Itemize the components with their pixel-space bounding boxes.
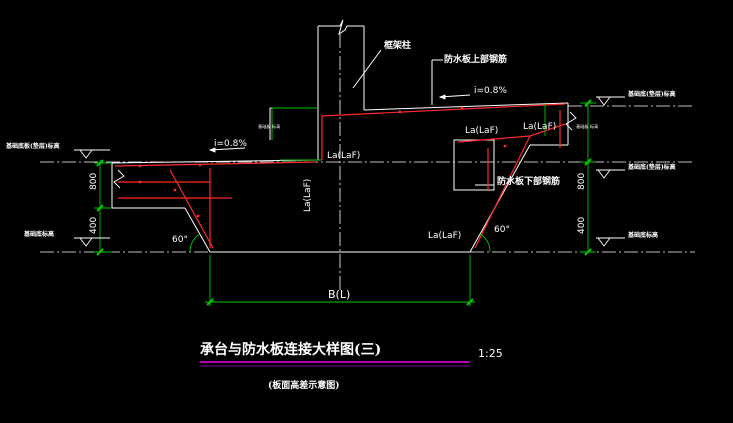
top-rebar-label: 防水板上部钢筋	[444, 53, 507, 65]
dim-tick	[584, 99, 592, 107]
width-label: B(L)	[328, 288, 350, 301]
dim-tick	[96, 159, 104, 167]
level-right-middle-text: 基础底(垫层)标高	[627, 163, 676, 171]
slope-right-label: i=0.8%	[474, 86, 507, 96]
level-marker-right-top	[597, 96, 611, 106]
dimension-lines	[94, 102, 596, 306]
angle-right-label: 60°	[494, 225, 510, 235]
rebar-dot	[460, 106, 464, 110]
slope-arrowhead-right	[438, 94, 446, 100]
rebar-group	[114, 103, 566, 249]
column-label: 框架柱	[384, 39, 411, 51]
rebar-dot	[173, 188, 177, 192]
small-note-left: 基础板 标高	[258, 123, 280, 130]
dim-tick	[96, 248, 104, 256]
level-left-top-text: 基础底板(垫层)标高	[5, 142, 60, 150]
rebar-dot	[138, 164, 142, 168]
right-upper-rebar	[529, 123, 566, 137]
drawing-subtitle: (板面高差示意图)	[268, 379, 340, 391]
rebar-inset-box	[453, 139, 495, 191]
left-slab-top	[111, 159, 319, 164]
left-slope	[184, 207, 211, 253]
column-break-line	[318, 19, 364, 36]
top-rebar	[321, 103, 566, 160]
right-slope-rebar	[474, 135, 531, 249]
level-right-bottom-text: 基础底标高	[627, 231, 658, 239]
dim-right-lower: 400	[577, 217, 587, 234]
dim-tick	[584, 158, 592, 166]
anchor-center-label: La(LaF)	[327, 151, 360, 161]
column-leader	[352, 49, 382, 89]
dimension-ticks	[96, 99, 592, 306]
angle-left-label: 60°	[172, 235, 188, 245]
rebar-dot	[196, 214, 200, 218]
dim-tick	[206, 298, 214, 306]
level-marker-left-bottom	[79, 237, 93, 247]
rebar-dot	[398, 110, 402, 114]
level-marker-right-bottom	[597, 237, 611, 247]
drawing-title: 承台与防水板连接大样图(三)	[200, 341, 381, 358]
slope-arrow-left	[209, 147, 246, 151]
raised-slab-top	[363, 102, 569, 111]
slope-arrows	[208, 94, 471, 153]
small-note-right: 基础板 标高	[576, 123, 598, 130]
dim-left-upper: 800	[89, 173, 99, 190]
slope-arrowhead-left	[208, 147, 216, 153]
anchor-right-top-label: La(LaF)	[523, 122, 556, 132]
anchor-bottom-left-label: La(LaF)	[428, 231, 461, 241]
anchor-box-left	[271, 107, 318, 140]
right-break-mark	[565, 111, 577, 131]
rebar-dot	[198, 163, 202, 167]
level-right-top-text: 基础底(垫层)标高	[627, 90, 676, 98]
left-angle-arc	[189, 233, 201, 253]
anchor-right-upper-label: La(LaF)	[465, 126, 498, 136]
dim-tick	[466, 298, 474, 306]
dim-tick	[96, 204, 104, 212]
right-slope	[469, 144, 531, 253]
dim-right-upper: 800	[577, 173, 587, 190]
dim-tick	[584, 248, 592, 256]
bottom-rebar-label: 防水板下部钢筋	[497, 175, 560, 187]
level-marker-left-top	[79, 149, 93, 159]
break-marks	[113, 111, 577, 189]
rebar-dots	[138, 106, 507, 218]
rebar-dot	[138, 180, 142, 184]
slope-left-label: i=0.8%	[214, 139, 247, 149]
drawing-scale: 1:25	[478, 347, 503, 360]
left-break-mark	[113, 169, 125, 189]
dim-left-lower: 400	[89, 217, 99, 234]
left-slab-top-rebar	[114, 161, 317, 167]
rebar-dot	[503, 144, 507, 148]
level-markers	[74, 96, 625, 247]
level-marker-right-middle	[597, 169, 611, 179]
anchor-vertical-label: La(LaF)	[303, 179, 313, 212]
right-bottom-rebar	[457, 135, 531, 143]
right-angle-arc	[479, 233, 491, 253]
left-slope-rebar	[169, 169, 214, 249]
level-left-bottom-text: 基础底标高	[23, 230, 54, 238]
